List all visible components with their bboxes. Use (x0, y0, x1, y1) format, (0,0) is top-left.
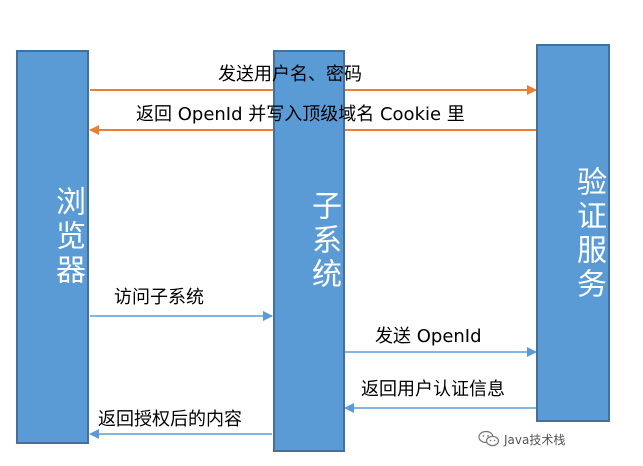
msg-send-credentials: 发送用户名、密码 (218, 64, 362, 85)
msg-send-openid: 发送 OpenId (375, 326, 482, 347)
auth-service-box: 验证服务 (536, 44, 610, 422)
auth-service-label: 验证服务 (571, 166, 606, 302)
watermark-text: Java技术栈 (504, 432, 566, 447)
browser-label: 浏览器 (50, 186, 85, 288)
watermark: Java技术栈 (478, 430, 565, 448)
msg-return-openid: 返回 OpenId 并写入顶级域名 Cookie 里 (136, 104, 465, 125)
msg-return-user-auth: 返回用户认证信息 (361, 379, 505, 400)
subsystem-box: 子系统 (273, 50, 345, 452)
msg-return-content: 返回授权后的内容 (98, 409, 242, 430)
wechat-icon (478, 430, 500, 447)
msg-visit-subsystem: 访问子系统 (114, 287, 204, 308)
browser-box: 浏览器 (16, 50, 89, 444)
subsystem-label: 子系统 (306, 190, 341, 292)
